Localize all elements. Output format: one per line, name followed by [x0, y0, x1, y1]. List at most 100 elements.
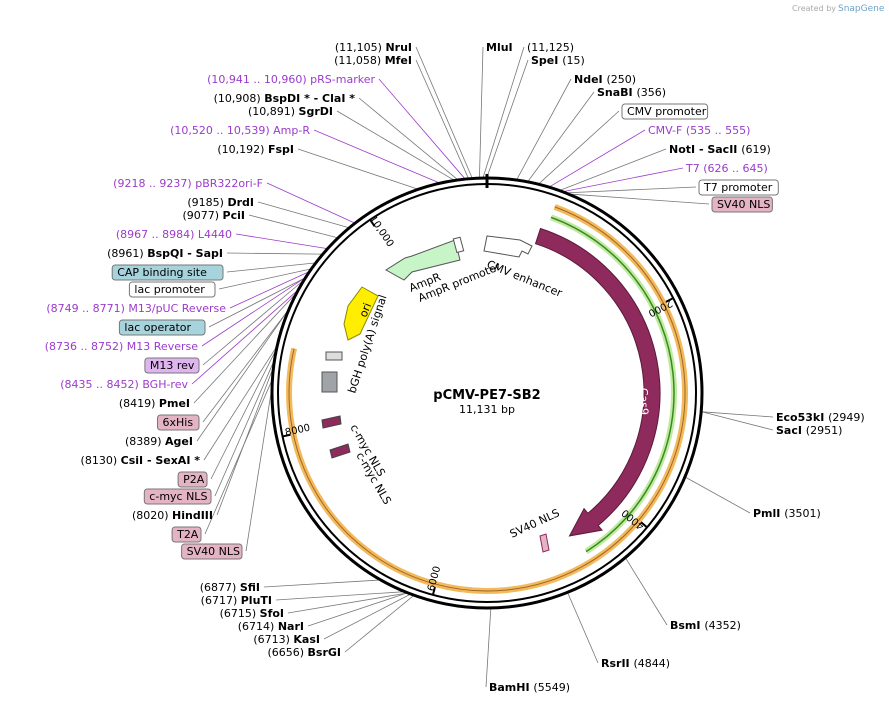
right-label-text-11: Eco53kI (2949): [776, 411, 865, 424]
left-label-22[interactable]: (8130) CsiI - SexAI *: [81, 454, 201, 467]
left-label-15[interactable]: lac operator: [118, 319, 206, 336]
right-label-3[interactable]: NdeI (250): [574, 73, 636, 86]
label-text-33: (6656) BsrGI: [267, 646, 341, 659]
right-label-16[interactable]: BamHI (5549): [489, 681, 570, 694]
right-label-0[interactable]: MluI: [486, 41, 513, 54]
leader-left-28: [263, 579, 380, 588]
right-label-11[interactable]: Eco53kI (2949): [776, 411, 865, 424]
left-label-20[interactable]: 6xHis: [157, 414, 200, 431]
left-label-9[interactable]: (9077) PciI: [182, 209, 245, 222]
right-label-12[interactable]: SacI (2951): [776, 424, 842, 437]
label-text-18: (8435 .. 8452) BGH-rev: [60, 378, 188, 391]
left-label-4[interactable]: (10,891) SgrDI: [248, 105, 333, 118]
label-text-30: (6715) SfoI: [220, 607, 284, 620]
left-label-3[interactable]: (10,908) BspDI * - ClaI *: [214, 92, 356, 105]
leader-left-7: [266, 182, 355, 224]
right-label-2[interactable]: SpeI (15): [531, 54, 585, 67]
feature-labels: (11,105) NruI(11,058) MfeI (10,941 .. 10,…: [45, 41, 865, 694]
cas9-feature[interactable]: [534, 227, 661, 537]
right-label-13[interactable]: PmlI (3501): [753, 507, 821, 520]
right-label-14[interactable]: BsmI (4352): [670, 619, 741, 632]
leader-right-16: [485, 608, 492, 688]
left-label-11[interactable]: (8961) BspQI - SapI: [107, 247, 223, 260]
label-text-9: (9077) PciI: [182, 209, 245, 222]
left-label-32[interactable]: (6713) KasI: [253, 633, 320, 646]
bgh-polya-feature[interactable]: [321, 371, 338, 393]
feature-box-17[interactable]: [144, 357, 200, 374]
left-label-23[interactable]: P2A: [177, 471, 208, 488]
right-label-7[interactable]: NotI - SacII (619): [669, 143, 771, 156]
left-label-10[interactable]: (8967 .. 8984) L4440: [116, 228, 232, 241]
left-label-27[interactable]: SV40 NLS: [181, 543, 243, 560]
feature-box-right-label-5: CMV promoter: [627, 105, 707, 118]
left-label-29[interactable]: (6717) PluTI: [201, 594, 272, 607]
feature-box-12[interactable]: [111, 264, 224, 281]
feature-box-right-5[interactable]: [621, 103, 709, 120]
plasmid-size: 11,131 bp: [459, 403, 515, 416]
left-label-18[interactable]: (8435 .. 8452) BGH-rev: [60, 378, 188, 391]
label-text-4: (10,891) SgrDI: [248, 105, 333, 118]
leader-left-2: [378, 78, 465, 179]
feature-box-15[interactable]: [118, 319, 206, 336]
right-label-8[interactable]: T7 (626 .. 645): [685, 162, 768, 175]
left-label-6[interactable]: (10,192) FspI: [217, 143, 294, 156]
leader-left-24: [214, 362, 274, 497]
left-label-2[interactable]: (10,941 .. 10,960) pRS-marker: [207, 73, 375, 86]
left-label-13[interactable]: lac promoter: [128, 281, 216, 298]
feature-box-26[interactable]: [171, 526, 202, 543]
left-label-7[interactable]: (9218 .. 9237) pBR322ori-F: [113, 177, 263, 190]
leader-left-4: [336, 110, 454, 181]
right-label-6[interactable]: CMV-F (535 .. 555): [648, 124, 750, 137]
cmyc-nls-feature-1[interactable]: [321, 415, 342, 429]
left-label-26[interactable]: T2A: [171, 526, 202, 543]
feature-box-27[interactable]: [181, 543, 243, 560]
left-label-5[interactable]: (10,520 .. 10,539) Amp-R: [170, 124, 310, 137]
feature-box-20[interactable]: [157, 414, 200, 431]
cmv-enhancer-feature[interactable]: [483, 235, 533, 258]
ori-feature[interactable]: [343, 286, 379, 341]
left-label-0[interactable]: (11,105) NruI: [335, 41, 412, 54]
label-text-2: (10,941 .. 10,960) pRS-marker: [207, 73, 375, 86]
left-label-14[interactable]: (8749 .. 8771) M13/pUC Reverse: [46, 302, 226, 315]
feature-box-right-10[interactable]: [711, 196, 773, 213]
left-label-19[interactable]: (8419) PmeI: [119, 397, 190, 410]
lac-operator-feature[interactable]: [325, 351, 343, 361]
right-label-10[interactable]: SV40 NLS: [711, 196, 773, 213]
left-label-30[interactable]: (6715) SfoI: [220, 607, 284, 620]
label-text-14: (8749 .. 8771) M13/pUC Reverse: [46, 302, 226, 315]
cmyc-nls-feature-2[interactable]: [329, 443, 351, 459]
leader-right-11: [702, 411, 774, 418]
feature-box-right-9[interactable]: [698, 179, 779, 196]
leader-left-27: [245, 392, 272, 552]
left-label-16[interactable]: (8736 .. 8752) M13 Reverse: [45, 340, 198, 353]
right-label-text-7: NotI - SacII (619): [669, 143, 771, 156]
left-label-17[interactable]: M13 rev: [144, 357, 200, 374]
right-label-15[interactable]: RsrII (4844): [601, 657, 670, 670]
feature-box-label-27: SV40 NLS: [187, 545, 240, 558]
left-label-28[interactable]: (6877) SfiI: [200, 581, 260, 594]
leader-left-30: [287, 592, 407, 614]
right-label-9[interactable]: T7 promoter: [698, 179, 779, 196]
ampr-feature[interactable]: [385, 239, 461, 281]
leader-right-2: [486, 59, 529, 178]
snapgene-logo: SnapGene: [838, 4, 885, 14]
ampr-promoter-feature[interactable]: [452, 236, 465, 254]
label-text-5: (10,520 .. 10,539) Amp-R: [170, 124, 310, 137]
left-label-12[interactable]: CAP binding site: [111, 264, 224, 281]
feature-box-24[interactable]: [143, 488, 212, 505]
left-label-21[interactable]: (8389) AgeI: [125, 435, 193, 448]
left-label-31[interactable]: (6714) NarI: [238, 620, 304, 633]
right-label-text-15: RsrII (4844): [601, 657, 670, 670]
feature-box-13[interactable]: [128, 281, 216, 298]
label-text-3: (10,908) BspDI * - ClaI *: [214, 92, 356, 105]
sv40-nls-feature-inner[interactable]: [539, 533, 550, 553]
left-label-33[interactable]: (6656) BsrGI: [267, 646, 341, 659]
right-label-1[interactable]: (11,125): [527, 41, 574, 54]
left-label-8[interactable]: (9185) DrdI: [187, 196, 254, 209]
feature-box-23[interactable]: [177, 471, 208, 488]
left-label-1[interactable]: (11,058) MfeI: [334, 54, 412, 67]
right-label-5[interactable]: CMV promoter: [621, 103, 709, 120]
left-label-25[interactable]: (8020) HindIII: [132, 509, 213, 522]
right-label-4[interactable]: SnaBI (356): [597, 86, 666, 99]
left-label-24[interactable]: c-myc NLS: [143, 488, 212, 505]
